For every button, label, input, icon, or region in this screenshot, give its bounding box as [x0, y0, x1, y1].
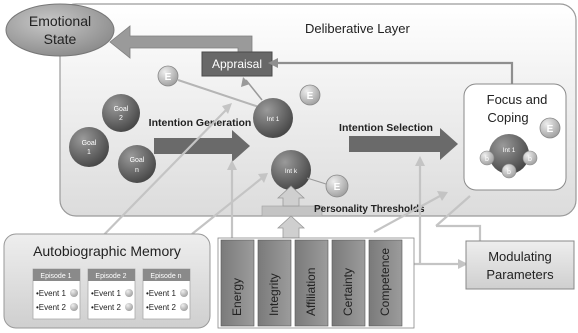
modulating-to-coping-line-2	[435, 195, 471, 227]
int-1-node	[253, 98, 293, 138]
goal-2-line2: 2	[119, 115, 123, 122]
emotional-state-line2: State	[44, 31, 77, 47]
episode-2-event-1-marker	[125, 289, 133, 297]
trait-affiliation-label: Affiliation	[304, 268, 318, 316]
traits-to-selection-arrowhead	[415, 156, 425, 166]
goal-n-node	[118, 145, 156, 183]
memory-to-intk-line	[191, 177, 263, 235]
int1-to-appraisal-arrowhead	[241, 77, 250, 87]
episode-n-event-2-marker	[180, 303, 188, 311]
personality-trait-columns: Energy Integrity Affiliation Certainty C…	[220, 239, 403, 327]
traits-to-generation-arrowhead	[227, 160, 237, 170]
trait-integrity-label: Integrity	[267, 273, 281, 316]
trait-affiliation-box	[294, 239, 329, 327]
trait-competence-label: Competence	[378, 248, 392, 316]
appraisal-box	[201, 51, 273, 77]
modulating-to-coping-line	[436, 224, 482, 241]
traits-to-modulating-arrowhead	[458, 259, 468, 269]
episode-1-header	[33, 269, 80, 281]
int-k-e-connector	[306, 177, 327, 185]
episode-1-event-2: •Event 2	[36, 303, 66, 312]
coping-to-appraisal-line	[278, 61, 514, 84]
coping-b-bottom-label: b	[507, 169, 511, 176]
episode-2-event-2-marker	[125, 303, 133, 311]
int-1-label: Int 1	[267, 116, 280, 123]
autobiographic-memory-title: Autobiographic Memory	[33, 243, 181, 259]
trait-competence-box	[368, 239, 403, 327]
e-badge-intk	[325, 174, 349, 198]
trait-integrity-box	[257, 239, 292, 327]
traits-to-coping-line	[373, 195, 441, 233]
episode-2-header	[88, 269, 135, 281]
personality-thresholds-label: Personality Thresholds	[314, 204, 425, 215]
coping-b-badge-bottom	[501, 163, 517, 179]
personality-thresholds-bar	[261, 205, 323, 217]
episode-1-title: Episode 1	[40, 273, 71, 280]
focus-coping-line2: Coping	[487, 110, 528, 125]
goal-1-node	[69, 127, 109, 167]
e-badge-emotion-label: E	[165, 72, 172, 83]
intention-selection-arrow	[349, 128, 458, 160]
e-badge-int1-label: E	[307, 91, 314, 102]
intention-generation-label: Intention Generation	[149, 117, 252, 129]
coping-to-appraisal-arrowhead	[268, 58, 278, 68]
episode-1-event-2-marker	[70, 303, 78, 311]
coping-b-right-label: b	[528, 156, 532, 163]
goal-1-line2: 1	[87, 149, 91, 156]
int-k-label: Int k	[285, 168, 298, 175]
focus-coping-line1: Focus and	[487, 92, 548, 107]
episode-n-event-1-marker	[180, 289, 188, 297]
memory-to-int1-arrowhead	[222, 103, 232, 114]
episode-n-event-2: •Event 2	[146, 303, 176, 312]
traits-to-coping-arrowhead	[437, 191, 448, 201]
coping-b-badge-right	[522, 150, 538, 166]
episode-1-event-1: •Event 1	[36, 289, 66, 298]
episode-n-header	[143, 269, 190, 281]
e-badge-int1	[299, 84, 321, 106]
intention-selection-label: Intention Selection	[339, 122, 433, 134]
episode-1-event-1-marker	[70, 289, 78, 297]
goal-n-line2: n	[135, 167, 139, 174]
deliberative-layer-title: Deliberative Layer	[305, 21, 410, 36]
coping-int-1-label: Int 1	[503, 147, 516, 154]
thresholds-up-arrow	[276, 185, 306, 207]
trait-certainty-label: Certainty	[341, 268, 355, 316]
coping-int-1-node	[489, 134, 529, 174]
trait-energy-label: Energy	[230, 278, 244, 316]
intention-generation-arrow	[154, 130, 250, 162]
trait-certainty-box	[331, 239, 366, 327]
memory-to-intk-arrowhead	[258, 173, 268, 183]
goal-2-line1: Goal	[114, 106, 129, 113]
trait-energy-box	[220, 239, 255, 327]
episode-n-title: Episode n	[150, 273, 181, 280]
e-badge-coping-label: E	[547, 124, 554, 135]
e-to-int1-line	[177, 79, 263, 109]
goal-2-node	[102, 94, 140, 132]
episode-2-event-2: •Event 2	[91, 303, 121, 312]
e-badge-emotion	[157, 65, 179, 87]
emotional-state-line1: Emotional	[29, 13, 91, 29]
emotional-state-node	[5, 3, 115, 57]
episode-n-event-1: •Event 1	[146, 289, 176, 298]
goal-1-line1: Goal	[82, 140, 97, 147]
episode-2-event-1: •Event 1	[91, 289, 121, 298]
appraisal-label: Appraisal	[212, 57, 262, 71]
e-badge-coping	[539, 117, 561, 139]
modulating-parameters-line1: Modulating	[488, 249, 552, 264]
modulating-parameters-box	[465, 240, 575, 290]
modulating-parameters-line2: Parameters	[486, 267, 554, 282]
memory-to-int1-line	[91, 109, 227, 248]
episode-2-title: Episode 2	[95, 273, 126, 280]
e-badge-intk-label: E	[334, 182, 341, 193]
coping-b-badge-left	[479, 150, 495, 166]
coping-b-left-label: b	[485, 156, 489, 163]
goal-n-line1: Goal	[130, 157, 145, 164]
traits-up-arrow	[276, 215, 306, 239]
int-k-node	[271, 150, 311, 190]
